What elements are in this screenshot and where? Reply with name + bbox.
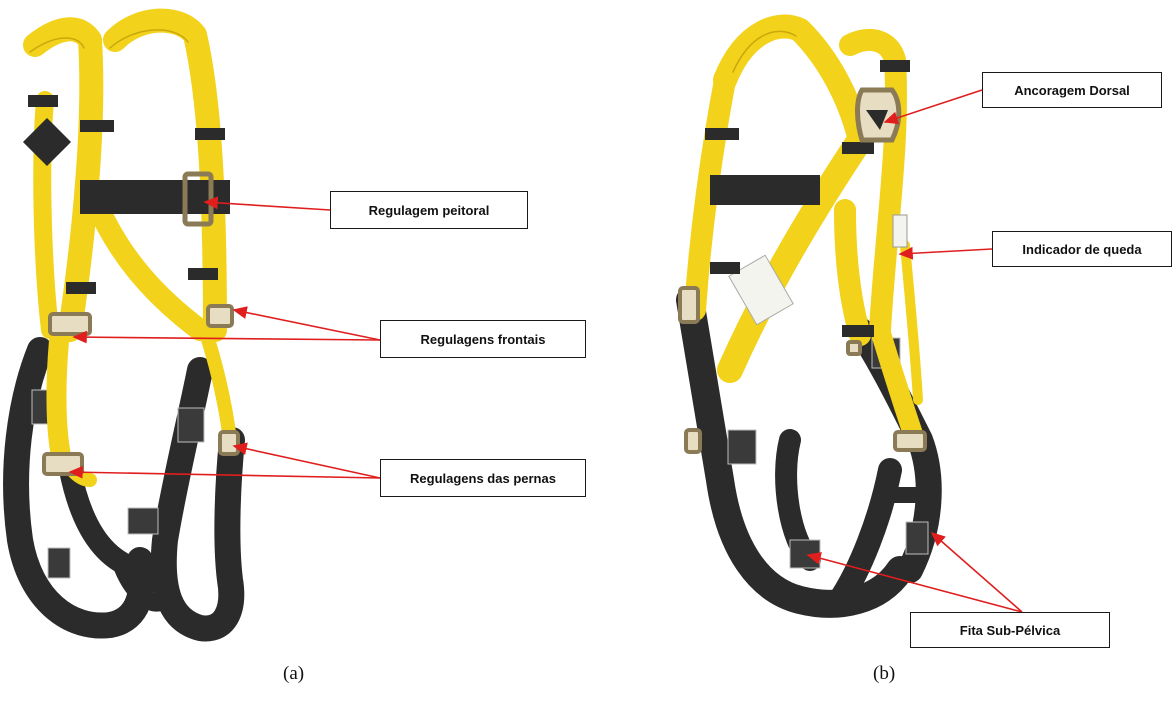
chest-strap-back [710, 175, 820, 205]
harness-back-view [680, 27, 930, 604]
label-fall-indicator: Indicador de queda [992, 231, 1172, 267]
harness-front-view [16, 21, 238, 629]
arrow-indicator [900, 249, 992, 254]
arrow-front-right [234, 310, 380, 340]
leg-buckles [44, 432, 238, 474]
label-dorsal-anchor: Ancoragem Dorsal [982, 72, 1162, 108]
dorsal-d-ring [858, 90, 899, 140]
fall-indicator [893, 215, 907, 247]
caption-panel-b: (b) [873, 663, 895, 685]
label-leg-adjustments: Regulagens das pernas [380, 459, 586, 497]
label-front-adjustments: Regulagens frontais [380, 320, 586, 358]
caption-panel-a: (a) [283, 663, 304, 685]
arrow-legs-right [234, 446, 380, 478]
label-subpelvic-strap: Fita Sub-Pélvica [910, 612, 1110, 648]
arrow-front-left [74, 337, 380, 340]
label-chest-adjustment: Regulagem peitoral [330, 191, 528, 229]
